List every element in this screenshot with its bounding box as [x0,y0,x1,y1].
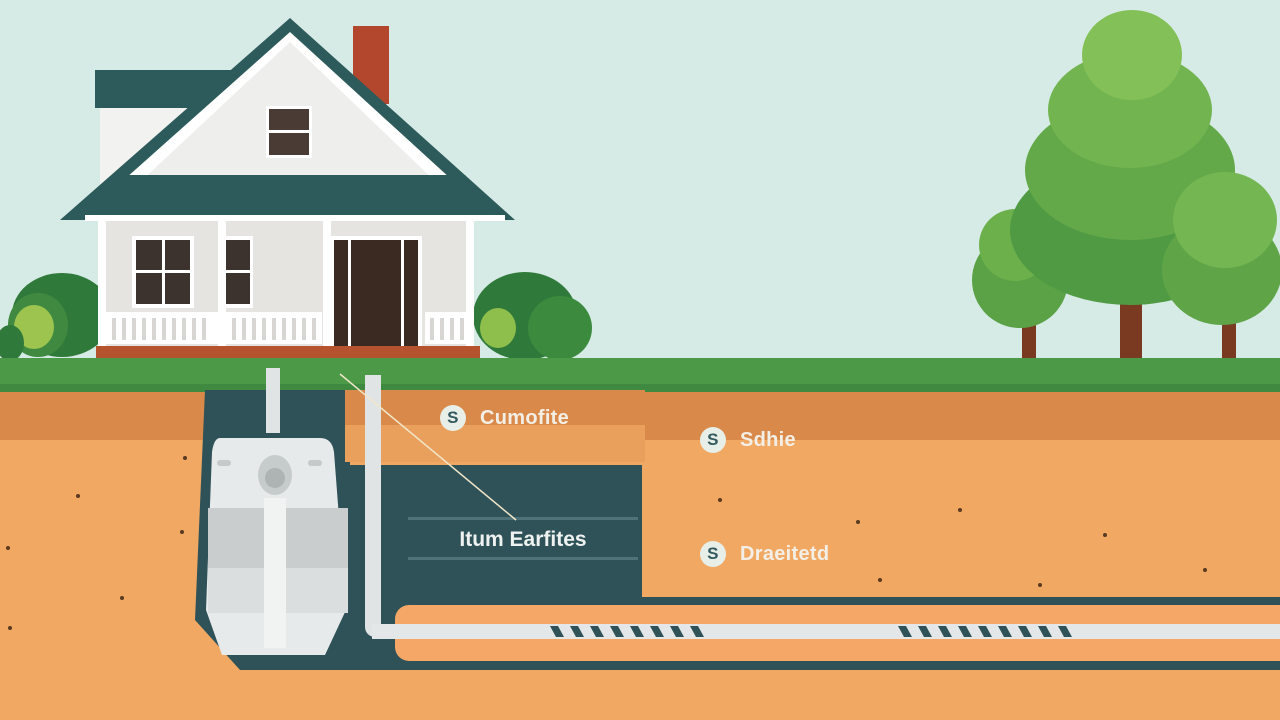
septic-tank [206,438,348,655]
badge-icon: S [700,541,726,567]
tank-label: Itum Earfites [459,528,587,551]
callout-label-1: S Cumofite [440,405,569,431]
outlet-pipe-vertical [365,375,381,637]
callout-label-2: S Sdhie [700,427,796,453]
right-shrub [473,272,592,360]
trees [972,10,1280,378]
grass-shade [0,384,1280,392]
label-text: Cumofite [480,406,570,429]
label-text: Draeitetd [740,542,830,565]
septic-pit [195,390,1280,670]
badge-icon: S [700,427,726,453]
left-shrub [0,273,110,361]
house [60,18,515,376]
badge-icon: S [440,405,466,431]
callout-label-3: S Draeitetd [700,541,829,567]
label-text: Sdhie [740,428,796,451]
inlet-pipe [266,368,280,433]
soil-specks [6,456,1207,630]
perforations [550,626,1072,637]
callout-line [339,373,517,521]
